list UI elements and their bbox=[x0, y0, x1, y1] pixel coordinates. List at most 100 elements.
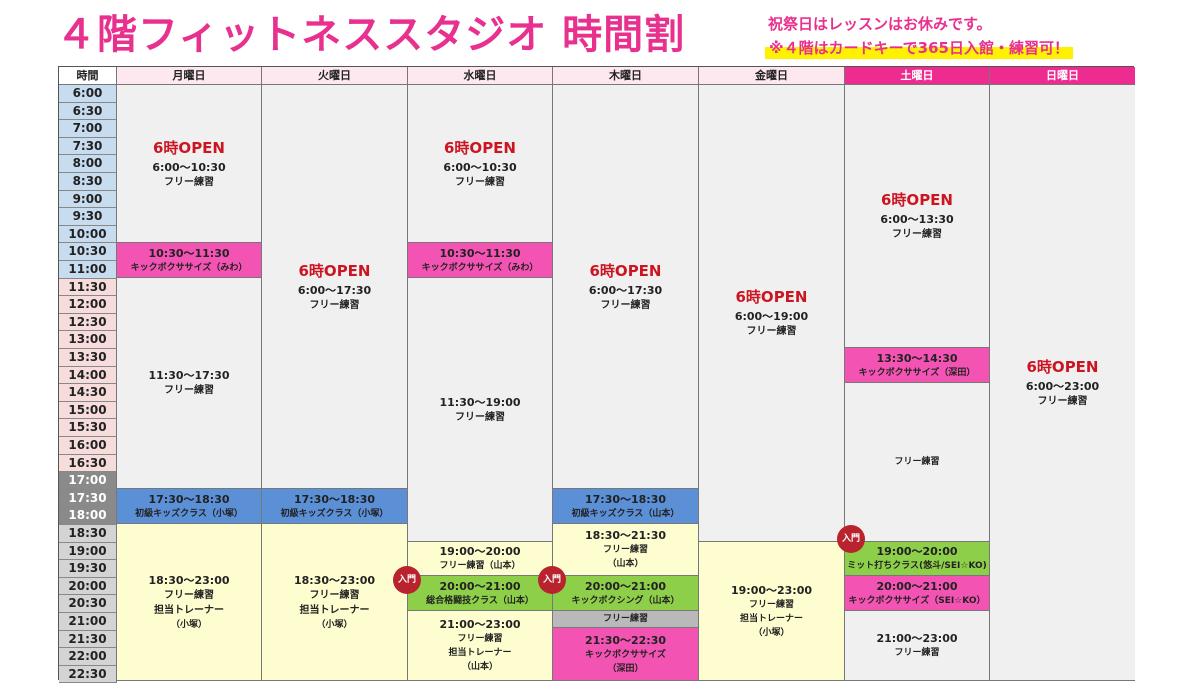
thu-kids-class: 17:30〜18:30 初級キッズクラス（山本） bbox=[553, 489, 699, 524]
trainer-name: （山本） bbox=[607, 559, 644, 569]
block-time: 6:00〜10:30 bbox=[443, 160, 517, 174]
block-label: フリー練習 bbox=[746, 326, 797, 337]
block-time: 6:00〜10:30 bbox=[152, 160, 226, 174]
thu-free-21: フリー練習 bbox=[553, 611, 699, 628]
sat-mitt-class: 19:00〜20:00 ミット打ちクラス(悠斗/SEI☆KO) bbox=[845, 542, 990, 576]
thu-kickboxercise-night: 21:30〜22:30 キックボクササイズ （深田） bbox=[553, 628, 699, 681]
block-label: 総合格闘技クラス（山本） bbox=[426, 595, 534, 606]
header-wed: 水曜日 bbox=[408, 67, 553, 85]
sat-free-mid: フリー練習 bbox=[845, 383, 990, 542]
block-time: 21:00〜23:00 bbox=[876, 632, 958, 645]
time-slot: 12:00 bbox=[59, 296, 117, 314]
open-label: 6時OPEN bbox=[444, 138, 516, 157]
tue-free: 6時OPEN 6:00〜17:30 フリー練習 bbox=[262, 85, 408, 489]
time-slot: 22:00 bbox=[59, 648, 117, 666]
thu-free-1830: 18:30〜21:30 フリー練習 （山本） bbox=[553, 524, 699, 576]
tue-kids-class: 17:30〜18:30 初級キッズクラス（小塚） bbox=[262, 489, 408, 524]
time-slot: 6:00 bbox=[59, 85, 117, 103]
mon-free-mid: 11:30〜17:30 フリー練習 bbox=[117, 278, 262, 489]
holiday-note: 祝祭日はレッスンはお休みです。 bbox=[768, 15, 992, 33]
block-label: ミット打ちクラス(悠斗/SEI☆KO) bbox=[847, 561, 987, 571]
time-slot: 21:00 bbox=[59, 613, 117, 631]
beginner-badge-sat: 入門 bbox=[837, 525, 865, 553]
time-slot: 12:30 bbox=[59, 313, 117, 332]
time-slot: 6:30 bbox=[59, 102, 117, 121]
time-slot: 20:30 bbox=[59, 595, 117, 613]
block-label: フリー練習 bbox=[457, 634, 503, 644]
fri-evening: 19:00〜23:00 フリー練習 担当トレーナー （小塚） bbox=[699, 542, 845, 681]
block-label: キックボクササイズ（みわ） bbox=[421, 262, 539, 273]
block-time: 11:30〜19:00 bbox=[439, 395, 521, 409]
time-slot: 18:30 bbox=[59, 525, 117, 543]
block-time: 6:00〜23:00 bbox=[1025, 379, 1100, 393]
thu-free: 6時OPEN 6:00〜17:30 フリー練習 bbox=[553, 85, 699, 489]
cardkey-note: ※４階はカードキーで365日入館・練習可！ bbox=[765, 37, 1073, 59]
header-time: 時間 bbox=[59, 67, 117, 85]
block-label: フリー練習 bbox=[748, 599, 794, 610]
block-label: キックボクササイズ（SEI☆KO） bbox=[848, 595, 986, 606]
wed-free-morning: 6時OPEN 6:00〜10:30 フリー練習 bbox=[408, 85, 553, 243]
time-slot: 19:30 bbox=[59, 560, 117, 578]
block-label: フリー練習 bbox=[164, 176, 214, 188]
time-slot: 14:30 bbox=[59, 384, 117, 402]
open-label: 6時OPEN bbox=[153, 138, 225, 157]
sun-free: 6時OPEN 6:00〜23:00 フリー練習 bbox=[990, 85, 1135, 681]
time-slot: 11:30 bbox=[59, 278, 117, 297]
block-label: フリー練習 bbox=[1037, 395, 1088, 407]
beginner-badge-thu: 入門 bbox=[538, 566, 566, 594]
block-time: 18:30〜21:30 bbox=[584, 529, 667, 542]
open-label: 6時OPEN bbox=[735, 288, 808, 306]
block-time: 6:00〜19:00 bbox=[734, 310, 809, 323]
mon-kids-class: 17:30〜18:30 初級キッズクラス（小塚） bbox=[117, 489, 262, 524]
wed-free-mid: 11:30〜19:00 フリー練習 bbox=[408, 278, 553, 542]
block-label: フリー練習 bbox=[600, 299, 651, 311]
block-time: 6:00〜13:30 bbox=[880, 213, 954, 226]
time-slot: 10:30 bbox=[59, 243, 117, 261]
wed-free-19: 19:00〜20:00 フリー練習（山本） bbox=[408, 542, 553, 576]
thu-kickboxing: 20:00〜21:00 キックボクシング（山本） bbox=[553, 576, 699, 611]
block-time: 19:00〜20:00 bbox=[876, 545, 958, 558]
block-time: 17:30〜18:30 bbox=[293, 492, 376, 506]
trainer-name: （小塚） bbox=[753, 627, 790, 638]
block-label: フリー練習 bbox=[455, 176, 505, 188]
time-slot: 8:30 bbox=[59, 173, 117, 191]
block-label: フリー練習 bbox=[894, 648, 940, 658]
time-slot: 21:30 bbox=[59, 630, 117, 649]
time-slot: 16:30 bbox=[59, 454, 117, 473]
time-slot: 17:30 bbox=[59, 489, 117, 508]
block-time: 19:00〜20:00 bbox=[439, 545, 521, 558]
block-label: フリー練習 bbox=[894, 457, 940, 467]
wed-mma-class: 20:00〜21:00 総合格闘技クラス（山本） bbox=[408, 576, 553, 611]
header-mon: 月曜日 bbox=[117, 67, 262, 85]
time-slot: 11:00 bbox=[59, 261, 117, 279]
block-time: 13:30〜14:30 bbox=[876, 351, 958, 365]
open-label: 6時OPEN bbox=[298, 261, 371, 280]
block-time: 11:30〜17:30 bbox=[148, 369, 230, 382]
time-slot: 15:00 bbox=[59, 401, 117, 420]
wed-kickboxercise: 10:30〜11:30 キックボクササイズ（みわ） bbox=[408, 243, 553, 278]
block-time: 10:30〜11:30 bbox=[148, 246, 230, 260]
block-label: フリー練習 bbox=[892, 229, 942, 240]
block-label: 初級キッズクラス（小塚） bbox=[135, 508, 243, 519]
block-label: フリー練習 bbox=[602, 545, 648, 555]
block-time: 6:00〜17:30 bbox=[588, 283, 663, 297]
header-fri: 金曜日 bbox=[699, 67, 845, 85]
block-time: 20:00〜21:00 bbox=[439, 579, 521, 593]
time-slot: 16:00 bbox=[59, 437, 117, 455]
block-time: 20:00〜21:00 bbox=[584, 579, 667, 593]
block-label: フリー練習 bbox=[455, 411, 505, 423]
time-slot: 13:00 bbox=[59, 331, 117, 349]
block-time: 19:00〜23:00 bbox=[730, 583, 813, 597]
time-slot: 15:30 bbox=[59, 419, 117, 437]
header-tue: 火曜日 bbox=[262, 67, 408, 85]
block-label: キックボクササイズ bbox=[585, 649, 666, 660]
time-slot: 7:30 bbox=[59, 137, 117, 156]
time-slot: 20:00 bbox=[59, 577, 117, 596]
block-label: フリー練習 bbox=[309, 299, 360, 311]
trainer-label: 担当トレーナー bbox=[739, 613, 803, 624]
header-sun: 日曜日 bbox=[990, 67, 1135, 85]
wed-night: 21:00〜23:00 フリー練習 担当トレーナー （山本） bbox=[408, 611, 553, 681]
time-slot: 7:00 bbox=[59, 120, 117, 138]
block-time: 17:30〜18:30 bbox=[584, 492, 667, 506]
